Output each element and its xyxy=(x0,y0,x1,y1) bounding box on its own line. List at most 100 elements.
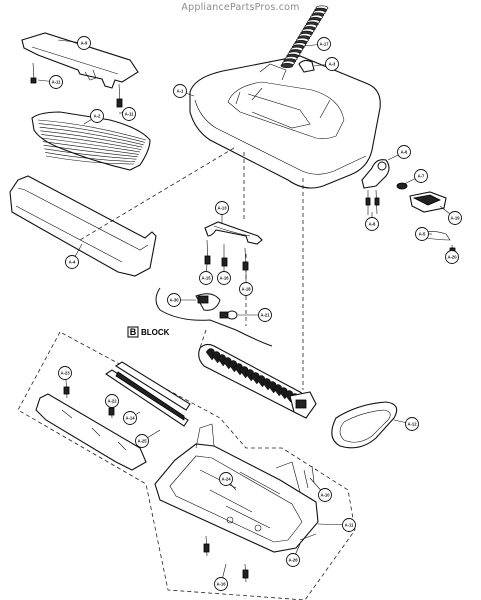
callout-circle xyxy=(215,201,229,215)
callout-a19: A-19 xyxy=(448,211,462,225)
callout-label: A-19 xyxy=(450,216,460,221)
callout-circle xyxy=(214,577,228,591)
callout-a5: A-5 xyxy=(415,227,429,241)
callout-circle xyxy=(365,217,379,231)
callout-label: A-14 xyxy=(125,416,135,421)
latch-parts xyxy=(361,159,456,263)
callout-circle xyxy=(217,271,231,285)
callout-circle xyxy=(258,308,272,322)
callout-circle xyxy=(286,553,300,567)
callout-circle xyxy=(318,488,332,502)
callout-label: A-8 xyxy=(369,222,376,227)
callout-a7: A-7 xyxy=(414,169,428,183)
brushroll-part xyxy=(198,343,317,419)
callout-a12: A-12 xyxy=(405,417,419,431)
callout-circle xyxy=(414,169,428,183)
callout-a15: A-15 xyxy=(199,271,213,285)
callout-label: A-3 xyxy=(329,62,336,67)
callout-a8a: A-8 xyxy=(365,217,379,231)
callout-circle xyxy=(77,36,91,50)
callout-circle xyxy=(122,107,136,121)
callout-label: A-9 xyxy=(81,41,88,46)
callout-circle xyxy=(405,417,419,431)
lamp-cord-part xyxy=(155,287,273,347)
callout-a11b: A-11 xyxy=(122,107,136,121)
callout-a20: A-20 xyxy=(445,250,459,264)
block-boundary xyxy=(17,331,356,600)
callout-label: A-7 xyxy=(418,174,425,179)
callout-a3: A-3 xyxy=(325,57,339,71)
callout-label: A-24 xyxy=(221,477,231,482)
callout-label: A-11 xyxy=(345,523,355,528)
callout-label: A-6 xyxy=(401,150,408,155)
callout-label: A-12 xyxy=(407,422,417,427)
callout-label: A-11 xyxy=(125,112,135,117)
callout-circle xyxy=(239,282,253,296)
callout-circle xyxy=(135,434,149,448)
callout-label: A-17 xyxy=(319,42,329,47)
block-letter: B xyxy=(130,327,137,337)
callout-label: A-20 xyxy=(447,255,457,260)
bumper-frame-part xyxy=(9,175,157,277)
callout-label: A-26 xyxy=(288,558,298,563)
callout-a2: A-2 xyxy=(90,109,104,123)
bracket-part xyxy=(204,221,263,271)
callout-a16b: A-16 xyxy=(214,577,228,591)
callout-circle xyxy=(415,227,429,241)
block-word: BLOCK xyxy=(141,328,170,337)
callout-a6: A-6 xyxy=(397,145,411,159)
callout-label: A-22 xyxy=(107,399,117,404)
callout-label: A-2 xyxy=(94,114,101,119)
callout-circle xyxy=(173,84,187,98)
callout-a18: A-18 xyxy=(239,282,253,296)
callout-a22: A-22 xyxy=(105,394,119,408)
callout-circle xyxy=(342,518,356,532)
belt-part xyxy=(331,401,398,449)
callout-group: A-9A-11A-11A-2A-4A-1A-17A-3A-6A-7A-8A-19… xyxy=(49,36,462,591)
callout-circle xyxy=(105,394,119,408)
callout-a30: A-30 xyxy=(167,293,181,307)
callout-label: A-30 xyxy=(169,298,179,303)
callout-a25: A-25 xyxy=(135,434,149,448)
callout-label: A-16 xyxy=(219,276,229,281)
callout-circle xyxy=(445,250,459,264)
callout-label: A-21 xyxy=(260,313,270,318)
callout-a17: A-17 xyxy=(317,37,331,51)
hose-part xyxy=(280,5,329,69)
callout-a11a: A-11 xyxy=(49,75,63,89)
callout-circle xyxy=(317,37,331,51)
callout-label: A-13 xyxy=(217,206,227,211)
callout-label: A-10 xyxy=(320,493,330,498)
callout-circle xyxy=(325,57,339,71)
grille-part xyxy=(31,111,151,171)
callout-label: A-1 xyxy=(177,89,184,94)
callout-label: A-11 xyxy=(52,80,62,85)
grip-part xyxy=(21,32,139,114)
callout-circle xyxy=(123,411,137,425)
callout-a16: A-16 xyxy=(217,271,231,285)
callout-circle xyxy=(448,211,462,225)
callout-circle xyxy=(49,75,63,89)
base-plate-part xyxy=(154,423,319,583)
callout-circle xyxy=(397,145,411,159)
callout-a23: A-23 xyxy=(58,366,72,380)
callout-a4: A-4 xyxy=(65,255,79,269)
callout-circle xyxy=(65,255,79,269)
callout-a24: A-24 xyxy=(219,472,233,486)
callout-label: A-15 xyxy=(201,276,211,281)
callout-label: A-4 xyxy=(69,260,76,265)
callout-circle xyxy=(199,271,213,285)
callout-a1: A-1 xyxy=(173,84,187,98)
callout-circle xyxy=(167,293,181,307)
clip-part xyxy=(298,59,315,73)
callout-label: A-16 xyxy=(216,582,226,587)
callout-label: A-23 xyxy=(60,371,70,376)
callout-circle xyxy=(219,472,233,486)
screw-icon xyxy=(30,77,37,84)
callout-label: A-5 xyxy=(419,232,426,237)
screw-icon xyxy=(116,98,123,108)
housing-part xyxy=(189,55,381,189)
callout-a13: A-13 xyxy=(215,201,229,215)
